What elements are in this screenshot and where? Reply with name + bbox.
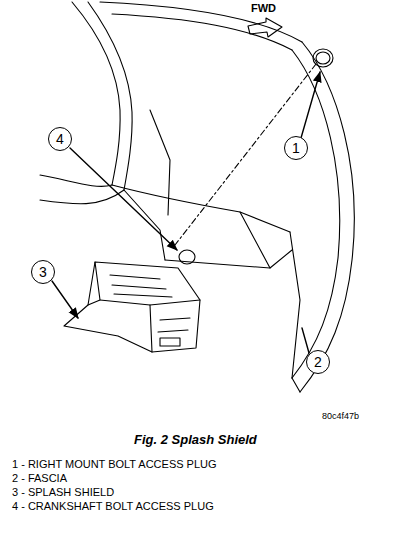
valance-edge xyxy=(290,232,300,378)
fascia-outline xyxy=(292,378,300,392)
shield-rib xyxy=(158,318,190,332)
callout-circle: 3 xyxy=(31,260,55,284)
fender-edge xyxy=(88,2,132,190)
access-plug xyxy=(316,52,330,64)
wheelwell-edge xyxy=(124,190,165,260)
frame-rail xyxy=(40,190,124,204)
callout-circle: 2 xyxy=(306,350,330,374)
forward-arrow xyxy=(248,18,282,37)
wheelwell-edge xyxy=(112,185,290,232)
parts-list-item: 1 - RIGHT MOUNT BOLT ACCESS PLUG xyxy=(12,458,217,471)
frame-rail xyxy=(40,175,112,186)
figure-id: 80c4f47b xyxy=(322,411,359,421)
headlamp-edge xyxy=(100,2,302,42)
leader-line xyxy=(70,148,177,250)
valance-edge xyxy=(240,212,270,268)
callout-number: 3 xyxy=(39,264,47,280)
leader-line xyxy=(52,281,78,318)
shield-tab xyxy=(160,338,180,346)
alignment-line xyxy=(175,64,316,245)
shield-rib xyxy=(110,275,172,297)
splash-shield xyxy=(150,300,200,305)
callout-number: 2 xyxy=(314,354,322,370)
headlamp-edge xyxy=(112,14,292,50)
fascia-outline xyxy=(300,42,354,392)
valance-edge xyxy=(165,250,292,268)
access-plug xyxy=(179,250,195,264)
callout-number: 1 xyxy=(292,140,300,156)
parts-list-item: 2 - FASCIA xyxy=(12,472,67,485)
callout-circle: 4 xyxy=(48,127,72,151)
direction-label: FWD xyxy=(251,2,276,15)
splash-shield xyxy=(100,300,152,352)
leader-line xyxy=(301,72,320,138)
body-seam xyxy=(150,110,170,215)
parts-list-item: 3 - SPLASH SHIELD xyxy=(12,486,114,499)
parts-list-item: 4 - CRANKSHAFT BOLT ACCESS PLUG xyxy=(12,500,214,513)
callout-number: 4 xyxy=(56,131,64,147)
figure-caption: Fig. 2 Splash Shield xyxy=(134,433,257,448)
callout-circle: 1 xyxy=(284,136,308,160)
fascia-outline xyxy=(292,50,340,378)
splash-shield xyxy=(64,262,200,352)
leader-line xyxy=(302,328,309,353)
splash-shield xyxy=(88,262,100,305)
